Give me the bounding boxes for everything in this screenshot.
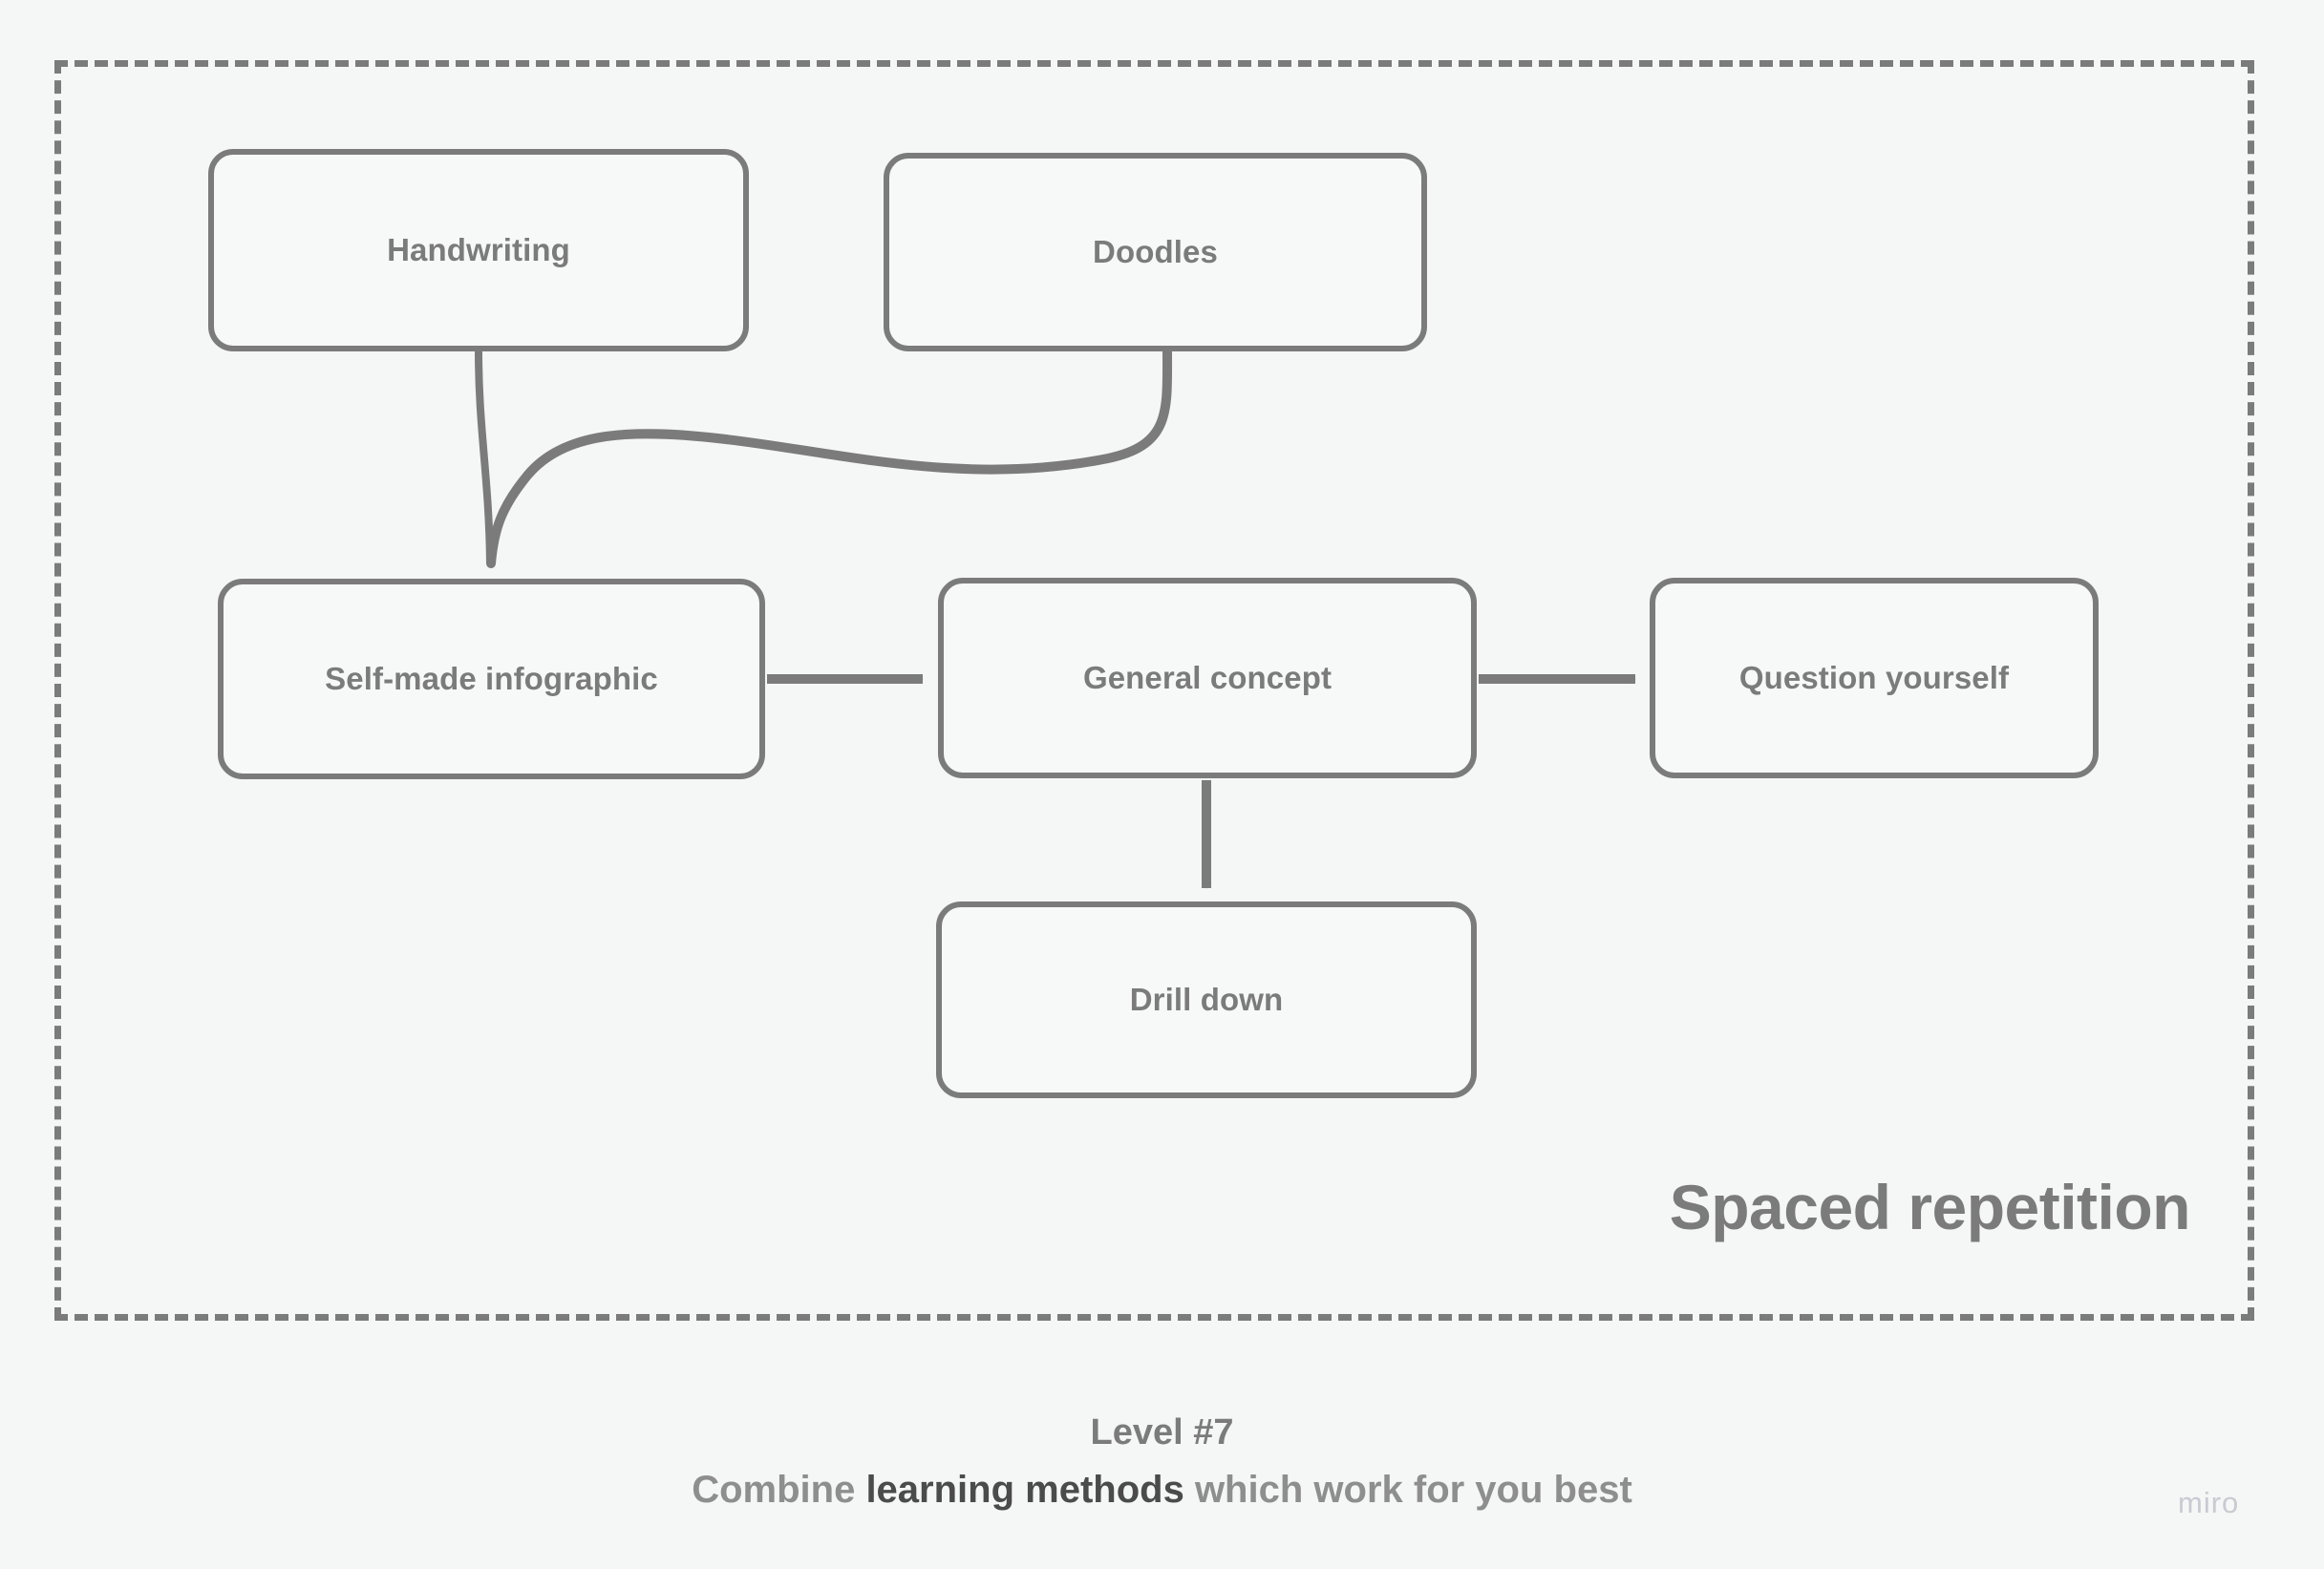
node-handwriting[interactable]: Handwriting: [208, 149, 749, 351]
caption-level: Level #7: [1090, 1412, 1234, 1452]
group-title: Spaced repetition: [1669, 1172, 2191, 1242]
node-general-concept[interactable]: General concept: [938, 578, 1477, 778]
caption-text-before: Combine: [692, 1468, 866, 1511]
node-doodles-label: Doodles: [1093, 234, 1218, 269]
caption-text-emphasis: learning methods: [865, 1468, 1184, 1511]
node-self-made-infographic[interactable]: Self-made infographic: [218, 579, 765, 779]
miro-watermark: miro: [2178, 1486, 2240, 1519]
node-question-yourself[interactable]: Question yourself: [1650, 578, 2099, 778]
node-self-made-infographic-label: Self-made infographic: [325, 661, 658, 696]
edge-doodles-to-self-made: [486, 347, 1173, 568]
node-drill-down-label: Drill down: [1129, 982, 1284, 1017]
node-drill-down[interactable]: Drill down: [936, 901, 1477, 1098]
caption-description: Combine learning methods which work for …: [0, 1467, 2324, 1513]
node-doodles[interactable]: Doodles: [884, 153, 1427, 351]
edge-handwriting-to-self-made: [475, 350, 494, 564]
node-question-yourself-label: Question yourself: [1738, 660, 2010, 695]
node-general-concept-label: General concept: [1082, 660, 1333, 695]
caption-block: Level #7 Combine learning methods which …: [0, 1411, 2324, 1513]
node-handwriting-label: Handwriting: [387, 232, 570, 267]
caption-text-after: which work for you best: [1183, 1468, 1632, 1511]
